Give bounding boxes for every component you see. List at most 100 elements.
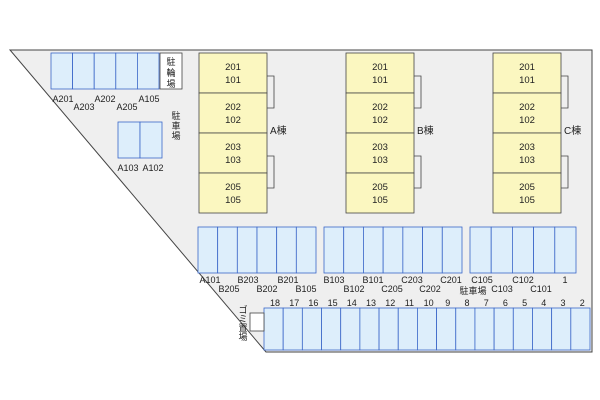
parking-space	[295, 226, 317, 274]
parking-space	[493, 307, 514, 351]
unit-number: 205	[225, 182, 241, 193]
bike-parking-label: 輪	[166, 67, 175, 78]
unit-block	[492, 92, 562, 134]
parking-space-label: 12	[385, 298, 395, 308]
garbage-area	[249, 312, 265, 332]
car-parking-label: 駐車場	[459, 285, 486, 296]
parking-space-label: C205	[381, 284, 403, 294]
unit-number: 201	[519, 62, 535, 73]
parking-space	[378, 307, 399, 351]
unit-block	[198, 172, 268, 214]
parking-space	[263, 307, 284, 351]
unit-block	[345, 52, 415, 94]
unit-number: 203	[372, 142, 388, 153]
garbage-area-label: 場	[238, 331, 247, 342]
parking-space	[551, 307, 572, 351]
parking-space-label: 7	[484, 298, 489, 308]
parking-space-label: C203	[401, 275, 423, 285]
parking-space-label: 4	[541, 298, 546, 308]
parking-space-label: B101	[362, 275, 383, 285]
unit-number: 205	[519, 182, 535, 193]
parking-space	[397, 307, 418, 351]
parking-space	[93, 52, 117, 90]
parking-space	[512, 226, 535, 274]
parking-space-label: A105	[138, 94, 159, 104]
unit-number: 203	[225, 142, 241, 153]
parking-space-label: 14	[347, 298, 357, 308]
parking-space	[217, 226, 238, 274]
stair-outline	[267, 155, 275, 189]
parking-space-label: 5	[522, 298, 527, 308]
unit-number: 201	[225, 62, 241, 73]
parking-space	[570, 307, 591, 351]
parking-space	[363, 226, 384, 274]
parking-space	[197, 226, 219, 274]
stair-outline	[267, 75, 275, 109]
parking-space-label: 3	[560, 298, 565, 308]
unit-block	[345, 92, 415, 134]
parking-space	[340, 307, 361, 351]
unit-block	[492, 172, 562, 214]
unit-number: 101	[225, 75, 241, 86]
parking-space	[282, 307, 303, 351]
unit-block	[492, 132, 562, 174]
parking-space-label: 17	[289, 298, 299, 308]
unit-number: 202	[225, 102, 241, 113]
parking-space-label: C102	[512, 275, 534, 285]
parking-space	[139, 121, 163, 159]
parking-space-label: 10	[424, 298, 434, 308]
parking-space	[321, 307, 342, 351]
unit-number: 103	[225, 155, 241, 166]
car-parking-label: 車	[171, 120, 180, 131]
parking-space	[256, 226, 278, 274]
parking-space-label: B102	[343, 284, 364, 294]
car-parking-label: 場	[171, 130, 180, 141]
parking-space	[136, 52, 160, 90]
unit-number: 102	[225, 115, 241, 126]
parking-space-label: A103	[117, 163, 138, 173]
parking-space-label: 2	[580, 298, 585, 308]
parking-space	[490, 226, 513, 274]
unit-block	[492, 52, 562, 94]
parking-space-label: 11	[405, 298, 414, 308]
parking-space	[276, 226, 297, 274]
parking-space	[533, 226, 556, 274]
parking-space	[402, 226, 423, 274]
parking-space	[382, 226, 404, 274]
parking-space-label: C202	[419, 284, 441, 294]
garbage-area-label: ゴ	[238, 304, 247, 315]
parking-space	[117, 121, 141, 159]
unit-number: 102	[519, 115, 535, 126]
parking-space	[441, 226, 463, 274]
unit-number: 105	[372, 195, 388, 206]
unit-number: 201	[372, 62, 388, 73]
unit-number: 102	[372, 115, 388, 126]
parking-space-label: B202	[256, 284, 277, 294]
parking-space-label: A205	[116, 102, 137, 112]
unit-number: 203	[519, 142, 535, 153]
parking-space-label: 18	[270, 298, 280, 308]
parking-space-label: B201	[277, 275, 298, 285]
bike-parking-area	[159, 52, 183, 90]
parking-space-label: C201	[440, 275, 462, 285]
car-parking-label: 駐	[171, 110, 180, 121]
parking-space	[236, 226, 258, 274]
parking-space-label: C103	[491, 284, 513, 294]
unit-block	[345, 172, 415, 214]
parking-space	[72, 52, 95, 90]
parking-space	[301, 307, 322, 351]
stair-outline	[414, 155, 422, 189]
parking-space-label: A203	[73, 102, 94, 112]
parking-space	[554, 226, 577, 274]
parking-space-label: A201	[52, 94, 73, 104]
parking-space	[359, 307, 380, 351]
building-label: C棟	[564, 124, 581, 137]
parking-space	[343, 226, 364, 274]
unit-number: 105	[519, 195, 535, 206]
unit-block	[198, 92, 268, 134]
unit-block	[198, 52, 268, 94]
building-label: A棟	[270, 124, 287, 137]
unit-block	[198, 132, 268, 174]
parking-space-label: A202	[94, 94, 115, 104]
